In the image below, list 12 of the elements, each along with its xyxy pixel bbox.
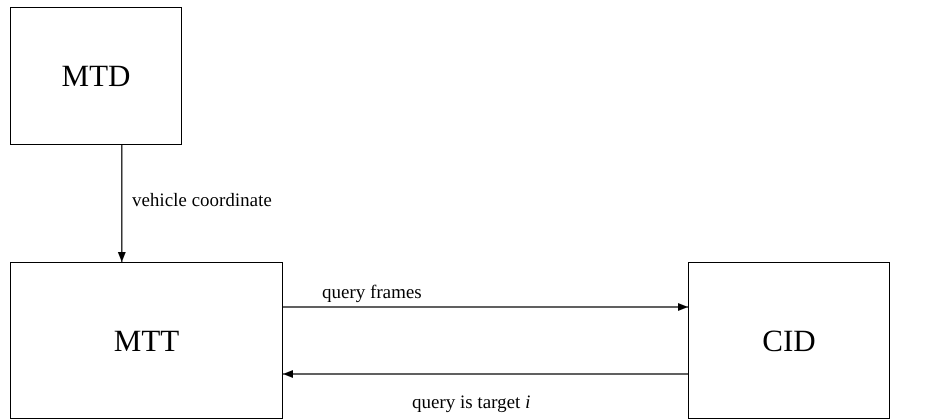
process-box xyxy=(10,262,283,419)
process-box xyxy=(688,262,890,419)
process-box xyxy=(10,7,182,145)
box-label: MTD xyxy=(62,58,130,94)
edge-label: query is target i xyxy=(412,393,530,412)
arrow xyxy=(118,145,126,262)
arrow xyxy=(283,370,688,378)
box-label: CID xyxy=(762,322,816,358)
arrow xyxy=(283,303,688,311)
edge-label: vehicle coordinate xyxy=(132,191,272,210)
edge-label: query frames xyxy=(322,283,422,302)
box-label: MTT xyxy=(114,322,180,358)
